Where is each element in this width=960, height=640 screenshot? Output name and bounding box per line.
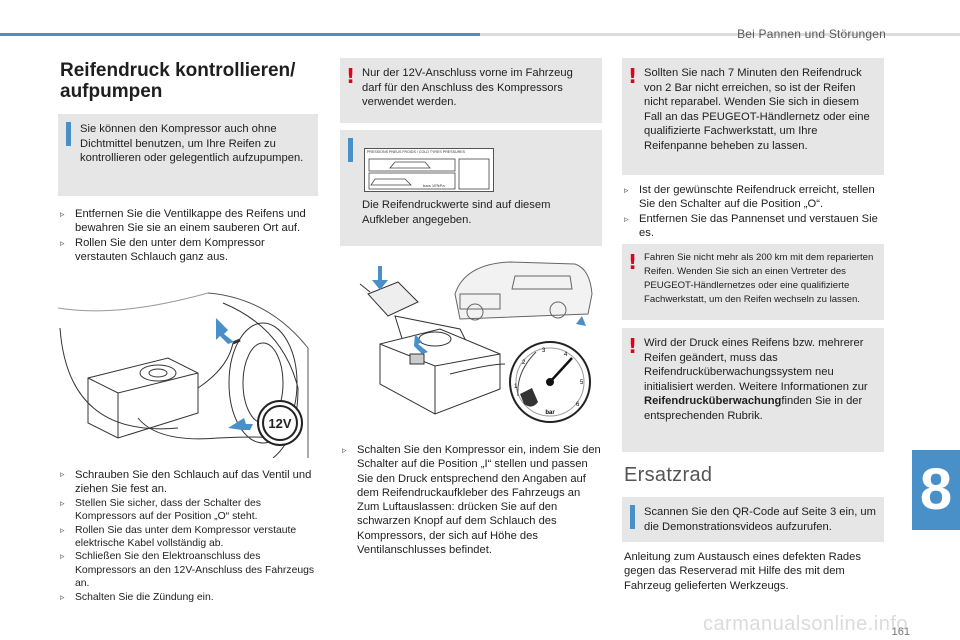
arrow-bullet-icon: ▹ xyxy=(624,213,629,224)
info-box-compressor: Sie können den Kompressor auch ohne Dich… xyxy=(58,114,318,196)
warning-text: Fahren Sie nicht mehr als 200 km mit dem… xyxy=(644,252,874,305)
sticker-drawing xyxy=(368,158,490,190)
arrow-icon xyxy=(378,266,382,282)
info-box-qr: Scannen Sie den QR-Code auf Seite 3 ein,… xyxy=(622,497,884,542)
exclamation-mark-icon: ! xyxy=(628,334,638,358)
info-mark-icon xyxy=(66,122,71,146)
section-title-spare-wheel: Ersatzrad xyxy=(624,464,713,486)
gauge-tick: 1 xyxy=(514,384,518,390)
compressor-gauge-drawing: 1 2 3 4 5 6 bar xyxy=(359,261,593,423)
illustration-compressor-tyre: 12V xyxy=(57,288,318,459)
arrow-bullet-icon: ▹ xyxy=(342,445,347,455)
arrow-icon xyxy=(216,318,234,344)
list-item: ▹Entfernen Sie das Pannenset und verstau… xyxy=(624,212,878,239)
list-item: ▹Schließen Sie den Elektroanschluss des … xyxy=(60,551,315,590)
arrow-icon xyxy=(372,280,388,290)
info-mark-icon xyxy=(630,505,635,529)
socket-12v-icon: 12V xyxy=(257,400,303,446)
illustration-compressor-gauge: 1 2 3 4 5 6 bar xyxy=(340,254,602,434)
warning-box-7min: ! Sollten Sie nach 7 Minuten den Reifend… xyxy=(622,58,884,175)
arrow-bullet-icon: ▹ xyxy=(60,209,65,219)
list-item: ▹Rollen Sie den unter dem Kompressor ver… xyxy=(60,236,265,263)
exclamation-mark-icon: ! xyxy=(628,64,638,88)
arrow-bullet-icon: ▹ xyxy=(60,551,65,562)
arrow-icon xyxy=(414,334,428,354)
list-item: ▹Entfernen Sie die Ventilkappe des Reife… xyxy=(60,208,306,235)
watermark: carmanualsonline.info xyxy=(702,613,908,635)
warning-box-tpms: ! Wird der Druck eines Reifens bzw. mehr… xyxy=(622,328,884,452)
list-item: ▹Rollen Sie das unter dem Kompressor ver… xyxy=(60,524,297,550)
arrow-bullet-icon: ▹ xyxy=(60,469,65,479)
pressure-gauge-icon: 1 2 3 4 5 6 bar xyxy=(509,341,591,423)
header-accent-bar xyxy=(0,33,480,36)
header-rule xyxy=(480,33,960,36)
arrow-bullet-icon: ▹ xyxy=(60,497,65,508)
exclamation-mark-icon: ! xyxy=(346,64,356,88)
tpms-link-text: Reifendrucküberwachung xyxy=(644,395,782,407)
sticker-label: PRESSIONS PNEUS FROIDS / COLD TYRES PRES… xyxy=(367,150,465,154)
sticker-caption: Die Reifendruckwerte sind auf diesem Auf… xyxy=(362,199,551,226)
list-item: ▹Ist der gewünschte Reifendruck erreicht… xyxy=(624,184,875,211)
warning-text: Nur der 12V-Anschluss vorne im Fahrzeug … xyxy=(362,67,573,108)
list-item: ▹Stellen Sie sicher, dass der Schalter d… xyxy=(60,497,261,523)
gauge-unit: bar xyxy=(545,410,555,416)
list-item: ▹Schalten Sie die Zündung ein. xyxy=(60,591,214,603)
warning-box-200km: ! Fahren Sie nicht mehr als 200 km mit d… xyxy=(622,244,884,320)
steps-list-right: ▹Ist der gewünschte Reifendruck erreicht… xyxy=(624,183,886,240)
gauge-tick: 4 xyxy=(564,352,568,358)
steps-list-a: ▹Entfernen Sie die Ventilkappe des Reife… xyxy=(60,207,318,264)
arrow-icon xyxy=(576,316,586,326)
page-number: 161 xyxy=(891,626,910,638)
compressor-tyre-drawing: 12V xyxy=(57,292,309,459)
warning-text: Sollten Sie nach 7 Minuten den Reifendru… xyxy=(644,67,870,152)
arrow-bullet-icon: ▹ xyxy=(60,237,65,248)
steps-list-b: ▹Schrauben Sie den Schlauch auf das Vent… xyxy=(60,468,322,604)
hand-icon xyxy=(520,388,538,407)
arrow-bullet-icon: ▹ xyxy=(60,524,65,535)
spare-wheel-paragraph: Anleitung zum Austausch eines defekten R… xyxy=(624,551,861,592)
arrow-bullet-icon: ▹ xyxy=(60,591,65,602)
info-mark-icon xyxy=(348,138,353,162)
warning-text: Wird der Druck eines Reifens bzw. mehrer… xyxy=(644,337,868,422)
page-header-title: Bei Pannen und Störungen xyxy=(737,27,886,41)
exclamation-mark-icon: ! xyxy=(628,250,638,274)
gauge-tick: 3 xyxy=(542,348,546,354)
socket-label: 12V xyxy=(268,416,291,431)
tyre-pressure-sticker: PRESSIONS PNEUS FROIDS / COLD TYRES PRES… xyxy=(364,148,494,192)
steps-list-middle: ▹Schalten Sie den Kompressor ein, indem … xyxy=(342,443,604,557)
info-box-sticker: PRESSIONS PNEUS FROIDS / COLD TYRES PRES… xyxy=(340,130,602,246)
gauge-tick: 6 xyxy=(576,402,580,408)
arrow-icon xyxy=(228,418,253,430)
chapter-tab: 8 xyxy=(912,450,960,530)
sticker-unit: bars 10³kPa xyxy=(423,183,445,188)
list-item: ▹Schrauben Sie den Schlauch auf das Vent… xyxy=(60,469,312,496)
arrow-bullet-icon: ▹ xyxy=(624,185,629,195)
info-box-text: Scannen Sie den QR-Code auf Seite 3 ein,… xyxy=(644,506,876,533)
info-box-text: Sie können den Kompressor auch ohne Dich… xyxy=(80,123,304,164)
warning-box-12v: ! Nur der 12V-Anschluss vorne im Fahrzeu… xyxy=(340,58,602,123)
list-item: ▹Schalten Sie den Kompressor ein, indem … xyxy=(342,444,601,557)
gauge-tick: 5 xyxy=(580,380,584,386)
gauge-tick: 2 xyxy=(522,360,526,366)
page-title: Reifendruck kontrollieren/ aufpumpen xyxy=(60,60,296,102)
